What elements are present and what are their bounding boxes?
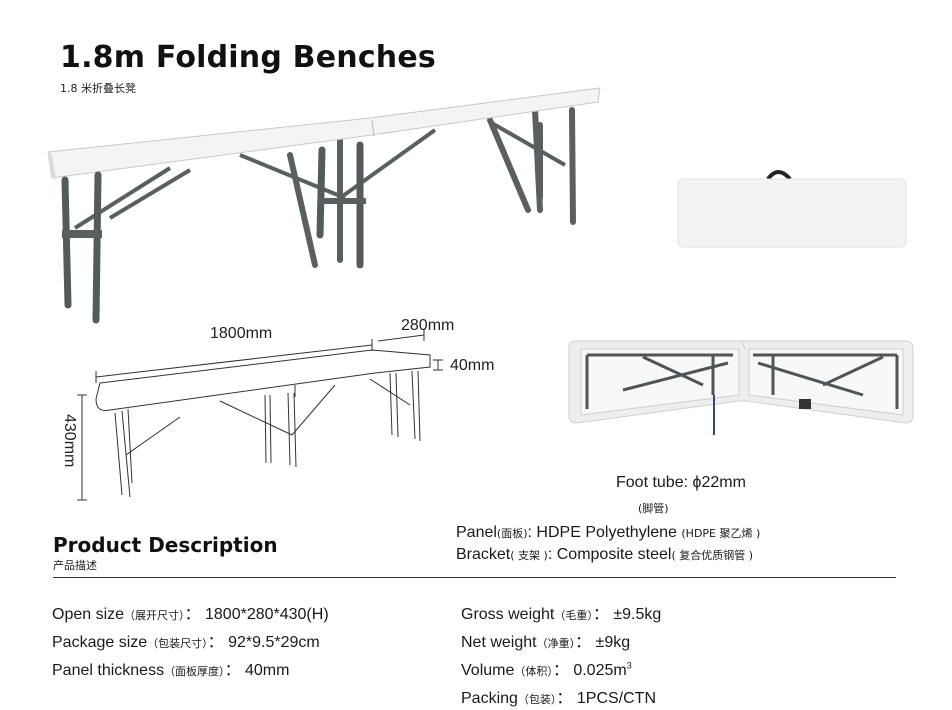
spec-packing: Packing（包装）： 1PCS/CTN <box>461 684 656 708</box>
spec-panel-thickness: Panel thickness（面板厚度）： 40mm <box>52 656 289 680</box>
spec-value: ： 0.025m <box>552 662 627 679</box>
panel-material-label-cn: (面板) <box>496 527 528 540</box>
width-dimension: 280mm <box>401 317 455 334</box>
bracket-material-value: Composite steel <box>556 546 672 563</box>
panel-material: Panel(面板): HDPE Polyethylene (HDPE 聚乙烯 ) <box>456 524 760 542</box>
product-description-subtitle: 产品描述 <box>53 559 97 572</box>
height-dimension: 430mm <box>61 414 78 468</box>
spec-open-size: Open size（展开尺寸）： 1800*280*430(H) <box>52 600 329 624</box>
foot-tube-label: Foot tube: ϕ22mm <box>616 474 746 491</box>
spec-label-cn: （包装尺寸） <box>147 637 208 650</box>
spec-label: Net weight <box>461 634 537 651</box>
page-title: 1.8m Folding Benches <box>60 40 436 75</box>
spec-value: ： 1800*280*430(H) <box>184 606 329 623</box>
spec-value: ： 92*9.5*29cm <box>207 634 320 651</box>
bracket-material: Bracket( 支架 ): Composite steel( 复合优质钢管 ) <box>456 546 753 564</box>
bracket-material-value-cn: ( 复合优质钢管 ) <box>671 549 754 562</box>
bench-underside-image <box>568 340 914 435</box>
spec-label: Open size <box>52 606 125 623</box>
panel-material-label: Panel <box>456 524 497 541</box>
panel-material-sep: : <box>527 524 532 541</box>
spec-value: ： 1PCS/CTN <box>556 690 656 707</box>
spec-label-cn: （面板厚度） <box>164 665 225 678</box>
spec-value: ： 40mm <box>224 662 290 679</box>
bracket-material-label-cn: ( 支架 ) <box>510 549 548 562</box>
bench-photo <box>47 87 601 324</box>
panel-material-value: HDPE Polyethylene <box>536 524 677 541</box>
spec-label-cn: （净重） <box>536 637 576 650</box>
foot-tube-label-cn: (脚管) <box>638 502 669 515</box>
spec-package-size: Package size（包装尺寸）： 92*9.5*29cm <box>52 628 320 652</box>
spec-value: ： ±9.5kg <box>592 606 662 623</box>
spec-value-sup: 3 <box>626 660 632 671</box>
spec-volume: Volume（体积）： 0.025m3 <box>461 656 632 680</box>
spec-label: Panel thickness <box>52 662 165 679</box>
length-dimension: 1800mm <box>210 325 273 342</box>
spec-label-cn: （体积） <box>514 665 553 678</box>
spec-label: Volume <box>461 662 515 679</box>
product-description-title: Product Description <box>53 533 278 557</box>
folded-bench-image <box>677 170 907 248</box>
spec-value: ： ±9kg <box>575 634 631 651</box>
spec-label-cn: （展开尺寸） <box>124 609 185 622</box>
spec-net-weight: Net weight（净重）： ±9kg <box>461 628 630 652</box>
thickness-dimension: 40mm <box>450 357 495 374</box>
spec-label: Gross weight <box>461 606 555 623</box>
bracket-material-label: Bracket <box>456 546 511 563</box>
spec-label: Packing <box>461 690 518 707</box>
bench-line-drawing <box>77 329 443 501</box>
page-subtitle: 1.8 米折叠长凳 <box>60 82 136 95</box>
spec-gross-weight: Gross weight（毛重）： ±9.5kg <box>461 600 661 624</box>
bracket-material-sep: : <box>547 546 553 563</box>
spec-label: Package size <box>52 634 148 651</box>
panel-material-value-cn: (HDPE 聚乙烯 ) <box>681 527 761 540</box>
spec-label-cn: （毛重） <box>554 609 593 622</box>
spec-label-cn: （包装） <box>517 693 557 706</box>
section-divider <box>53 577 896 578</box>
